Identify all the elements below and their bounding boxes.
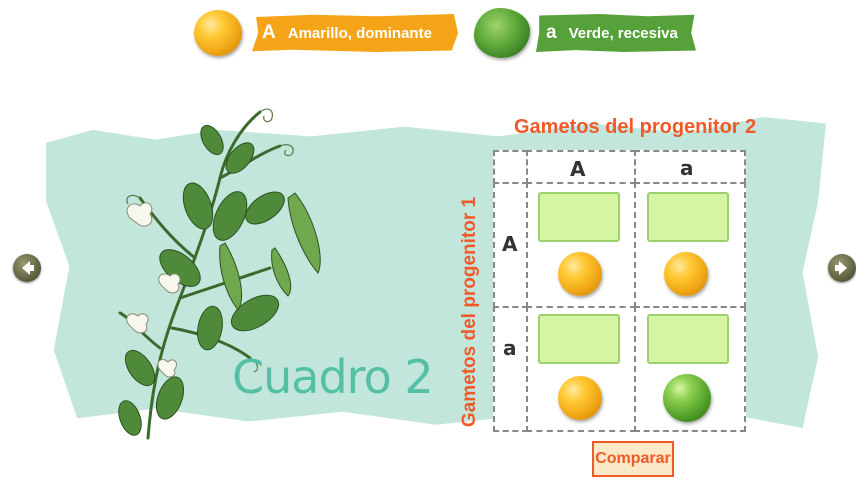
row-header-label: a [503,336,517,360]
yellow-pea-icon [558,252,602,296]
punnett-square: A a A a [493,150,746,432]
compare-button[interactable]: Comparar [592,441,674,477]
recessive-tag: a Verde, recesiva [536,14,696,52]
arrow-right-icon [835,261,847,275]
punnett-cell-aa [634,306,746,432]
row-header-label: A [502,232,518,256]
arrow-left-icon [22,261,34,275]
punnett-cell-aA [526,306,636,432]
previous-button[interactable] [13,254,41,282]
column-header-a: a [634,150,746,184]
corner-cell [493,150,528,184]
legend-dominant: A Amarillo, dominante [190,6,458,58]
next-button[interactable] [828,254,856,282]
green-pea-icon [663,374,711,422]
side-gametes-label: Gametos del progenitor 1 [459,196,480,428]
recessive-label: Verde, recesiva [568,24,678,42]
row-header-a: a [493,306,528,432]
punnett-cell-AA [526,182,636,308]
pea-plant-illustration [118,108,321,440]
row-header-A: A [493,182,528,308]
punnett-cell-Aa [634,182,746,308]
legend-recessive: a Verde, recesiva [472,6,702,58]
genotype-input[interactable] [538,314,620,364]
genotype-input[interactable] [647,192,729,242]
dominant-tag: A Amarillo, dominante [252,14,458,52]
genotype-input[interactable] [647,314,729,364]
yellow-pea-icon [558,376,602,420]
dominant-label: Amarillo, dominante [287,24,432,42]
recessive-allele: a [546,22,557,43]
top-gametes-label: Gametos del progenitor 2 [514,116,757,138]
column-header-A: A [526,150,636,184]
yellow-pea-icon [664,252,708,296]
genotype-input[interactable] [538,192,620,242]
page-title: Cuadro 2 [232,350,434,404]
dominant-allele: A [262,22,276,43]
green-wrinkled-pea-icon [474,8,530,58]
column-header-label: A [570,157,586,181]
column-header-label: a [680,156,694,180]
yellow-pea-icon [194,10,242,56]
